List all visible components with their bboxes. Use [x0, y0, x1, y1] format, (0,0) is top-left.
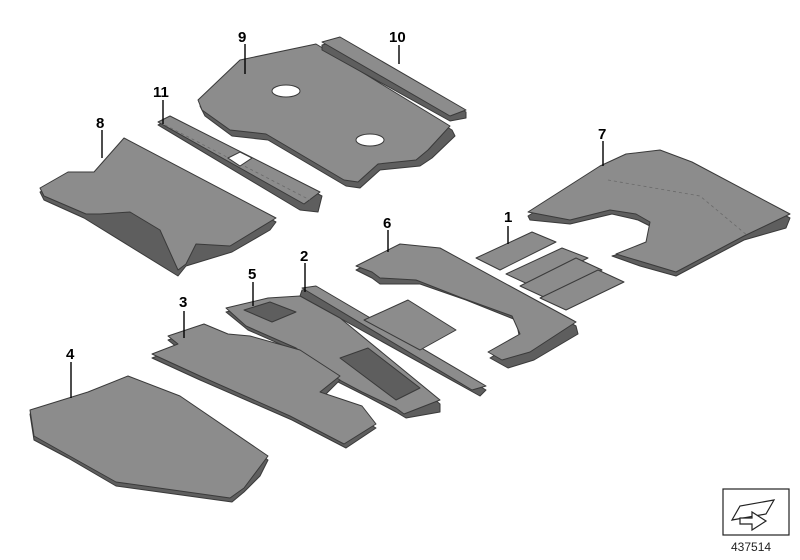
callout-8: 8 — [96, 115, 104, 132]
callout-1: 1 — [504, 209, 512, 226]
callout-11: 11 — [153, 84, 169, 101]
part-3-mat[interactable] — [151, 323, 377, 449]
callout-6: 6 — [383, 215, 391, 232]
callout-10: 10 — [389, 29, 406, 46]
callout-9: 9 — [238, 29, 246, 46]
part-11-channel[interactable] — [157, 115, 323, 213]
callout-3: 3 — [179, 294, 187, 311]
part-8-panel[interactable] — [39, 137, 277, 277]
reference-number: 437514 — [731, 540, 772, 554]
part-2-strip[interactable] — [299, 285, 487, 397]
part-11-slot — [227, 151, 253, 167]
part-9-panel[interactable] — [197, 43, 456, 189]
part-10-strip[interactable] — [321, 36, 467, 122]
callout-7: 7 — [598, 126, 606, 143]
part-5-panel[interactable] — [225, 295, 441, 419]
callout-labels: 9 10 11 8 7 1 6 2 5 3 4 — [66, 29, 606, 363]
callout-5: 5 — [248, 266, 256, 283]
part-9-hole — [355, 133, 385, 147]
part-1-pads[interactable] — [475, 231, 625, 311]
callout-2: 2 — [300, 248, 308, 265]
leader-lines — [70, 44, 604, 398]
part-7-mat[interactable] — [527, 149, 791, 277]
part-6-panel[interactable] — [355, 243, 579, 369]
nav-arrow-icon[interactable] — [722, 488, 790, 536]
callout-4: 4 — [66, 346, 75, 363]
part-9-hole — [271, 84, 301, 98]
part-4-mat[interactable] — [29, 375, 269, 503]
